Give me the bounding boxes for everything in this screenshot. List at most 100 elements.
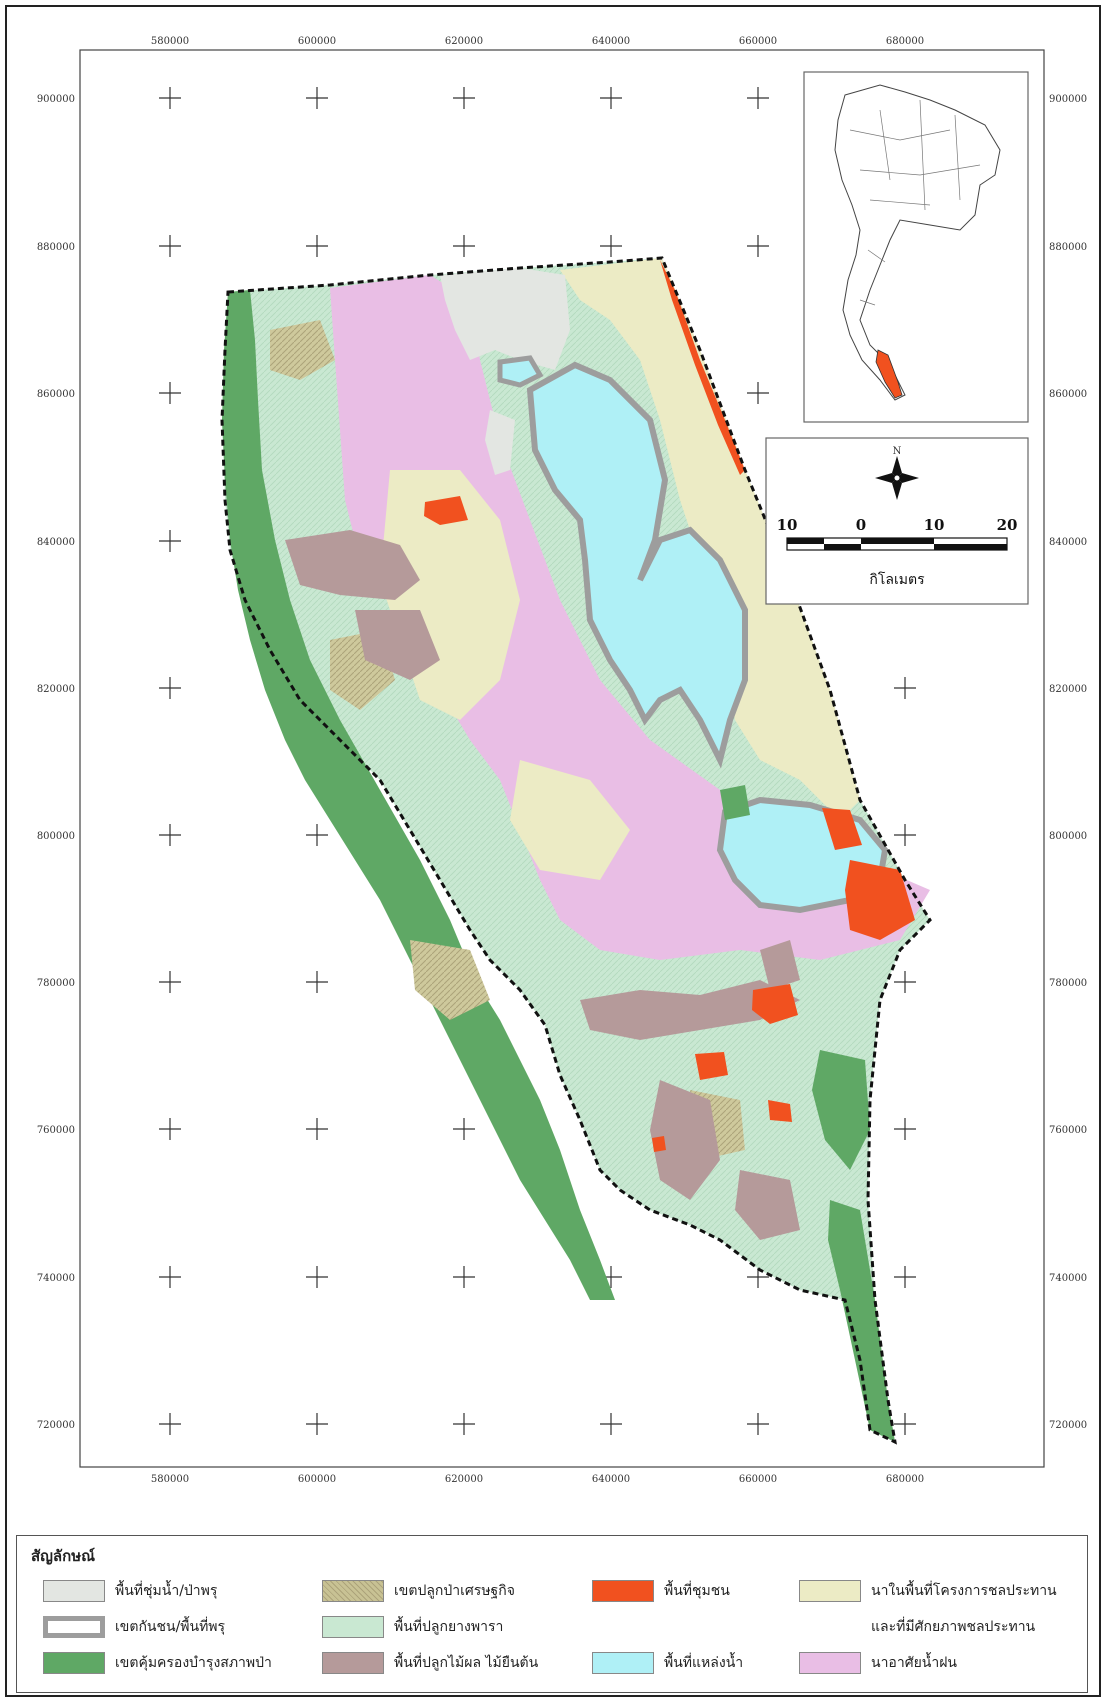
legend-item-irrigated-paddy: นาในพื้นที่โครงการชลประทาน xyxy=(799,1576,1057,1606)
north-arrow-icon: N xyxy=(875,446,919,500)
legend-item-buffer-zone: เขตกันชน/พื้นที่พรุ xyxy=(43,1612,225,1642)
legend-swatch xyxy=(322,1616,384,1638)
land-use-map: 5800005800006000006000006200006200006400… xyxy=(37,36,1087,1485)
coordinate-labels: 5800005800006000006000006200006200006400… xyxy=(37,36,1087,1485)
legend-swatch xyxy=(799,1652,861,1674)
y-tick-label-right: 800000 xyxy=(1049,831,1087,842)
grid-cross xyxy=(453,1118,475,1140)
province-land-use xyxy=(220,256,932,1445)
zone-orchard-1 xyxy=(285,530,420,600)
legend-item-orchard: พื้นที่ปลูกไม้ผล ไม้ยืนต้น xyxy=(322,1648,538,1678)
legend-item-rubber: พื้นที่ปลูกยางพารา xyxy=(322,1612,503,1642)
inset-grid-lines xyxy=(849,99,981,306)
grid-cross xyxy=(159,971,181,993)
y-tick-label-right: 740000 xyxy=(1049,1273,1087,1284)
legend-swatch xyxy=(43,1616,105,1638)
legend-label: เขตกันชน/พื้นที่พรุ xyxy=(115,1619,226,1635)
y-tick-label-left: 860000 xyxy=(37,389,75,400)
grid-cross xyxy=(453,235,475,257)
zone-community-5 xyxy=(822,808,862,850)
x-tick-label-bottom: 660000 xyxy=(739,1474,777,1485)
legend-item-irrigated-paddy-line2: และที่มีศักยภาพชลประทาน xyxy=(871,1612,1035,1642)
zone-orchard-5 xyxy=(735,1170,800,1240)
zone-community-7 xyxy=(652,1136,666,1152)
grid-cross xyxy=(747,87,769,109)
y-tick-label-left: 760000 xyxy=(37,1125,75,1136)
grid-cross xyxy=(453,1413,475,1435)
legend-label: พื้นที่ชุ่มน้ำ/ป่าพรุ xyxy=(115,1583,218,1599)
grid-cross xyxy=(894,677,916,699)
y-tick-label-left: 800000 xyxy=(37,831,75,842)
grid-cross xyxy=(747,382,769,404)
grid-cross xyxy=(159,824,181,846)
legend-label: พื้นที่แหล่งน้ำ xyxy=(664,1655,744,1671)
zone-orchard-3 xyxy=(580,980,800,1040)
x-tick-label-bottom: 680000 xyxy=(886,1474,924,1485)
grid-cross xyxy=(159,1118,181,1140)
grid-cross xyxy=(159,382,181,404)
grid-cross xyxy=(747,1413,769,1435)
x-tick-label-bottom: 580000 xyxy=(151,1474,189,1485)
map-frame xyxy=(5,5,1101,1697)
legend-swatch xyxy=(322,1652,384,1674)
grid-cross xyxy=(306,235,328,257)
y-tick-label-left: 900000 xyxy=(37,94,75,105)
x-tick-label-top: 640000 xyxy=(592,36,630,47)
y-tick-label-left: 820000 xyxy=(37,684,75,695)
scale-label-ten: 10 xyxy=(924,516,945,534)
legend-swatch xyxy=(592,1652,654,1674)
zone-economic-forest-1 xyxy=(270,320,335,380)
legend-item-community: พื้นที่ชุมชน xyxy=(592,1576,730,1606)
scale-label-twenty: 20 xyxy=(997,516,1018,534)
scale-unit-label: กิโลเมตร xyxy=(869,571,925,588)
legend-item-forest-conservation: เขตคุ้มครองบำรุงสภาพป่า xyxy=(43,1648,272,1678)
inset-highlight-province xyxy=(875,349,903,399)
grid-cross xyxy=(159,530,181,552)
y-tick-label-right: 760000 xyxy=(1049,1125,1087,1136)
grid-cross xyxy=(453,87,475,109)
legend-label: นาอาศัยน้ำฝน xyxy=(871,1655,957,1671)
y-tick-label-right: 720000 xyxy=(1049,1420,1087,1431)
grid-cross xyxy=(894,1266,916,1288)
grid-cross xyxy=(306,824,328,846)
grid-cross xyxy=(306,1413,328,1435)
scale-label-left: 10 xyxy=(777,516,798,534)
legend-label: พื้นที่ปลูกไม้ผล ไม้ยืนต้น xyxy=(394,1655,539,1671)
legend-swatch xyxy=(799,1580,861,1602)
legend-swatch xyxy=(43,1580,105,1602)
zone-wetland-forest xyxy=(440,268,570,370)
zone-forest-conservation-west xyxy=(222,290,615,1300)
zone-community-2 xyxy=(752,984,798,1024)
x-tick-label-bottom: 600000 xyxy=(298,1474,336,1485)
legend-label: เขตปลูกป่าเศรษฐกิจ xyxy=(394,1583,515,1599)
grid-cross xyxy=(159,1413,181,1435)
legend-swatch xyxy=(43,1652,105,1674)
scale-label-zero: 0 xyxy=(856,516,866,534)
grid-cross xyxy=(159,1266,181,1288)
scale-bar: 10 0 10 20 กิโลเมตร xyxy=(777,516,1018,588)
zone-community-6 xyxy=(845,860,915,940)
grid-cross xyxy=(894,971,916,993)
grid-cross xyxy=(306,971,328,993)
y-tick-label-right: 880000 xyxy=(1049,242,1087,253)
legend-item-wetland-forest: พื้นที่ชุ่มน้ำ/ป่าพรุ xyxy=(43,1576,217,1606)
zone-water-main xyxy=(526,361,748,769)
grid-cross xyxy=(600,235,622,257)
grid-cross xyxy=(894,1413,916,1435)
grid-cross xyxy=(747,235,769,257)
legend-label: พื้นที่ชุมชน xyxy=(664,1583,730,1599)
zone-rainfed-paddy-north xyxy=(330,275,930,960)
x-tick-label-top: 580000 xyxy=(151,36,189,47)
y-tick-label-left: 740000 xyxy=(37,1273,75,1284)
x-tick-label-bottom: 620000 xyxy=(445,1474,483,1485)
zone-water-small xyxy=(497,355,544,388)
grid-cross xyxy=(600,87,622,109)
legend-swatch xyxy=(592,1580,654,1602)
svg-text:N: N xyxy=(893,446,902,457)
y-tick-label-left: 720000 xyxy=(37,1420,75,1431)
legend-item-water: พื้นที่แหล่งน้ำ xyxy=(592,1648,743,1678)
grid-cross xyxy=(306,1118,328,1140)
grid-cross xyxy=(159,87,181,109)
y-tick-label-right: 820000 xyxy=(1049,684,1087,695)
zone-community-1 xyxy=(424,496,468,525)
